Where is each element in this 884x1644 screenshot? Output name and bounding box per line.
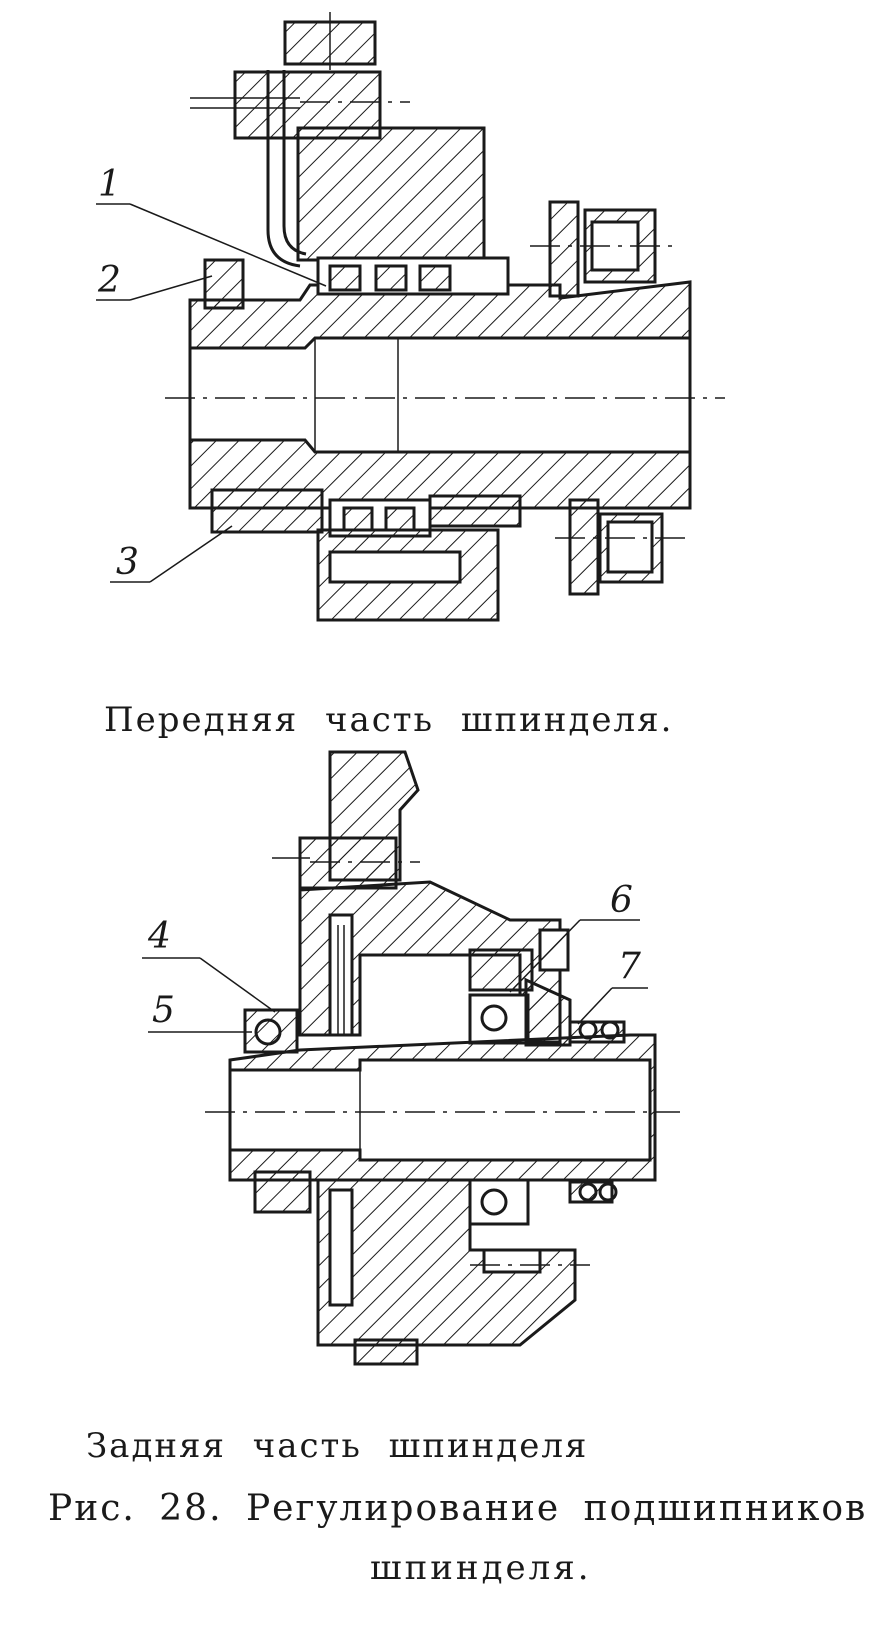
- svg-text:5: 5: [152, 990, 175, 1031]
- callout-6: 6: [509, 880, 640, 993]
- right-gear-lower: [568, 498, 600, 596]
- spindle-bore: [188, 336, 692, 454]
- caption-front-part: Передняя часть шпинделя.: [104, 700, 674, 740]
- callout-1: 1: [96, 164, 327, 287]
- nut-3: [210, 488, 324, 534]
- callout-3: 3: [110, 525, 233, 583]
- upper-housing: [296, 126, 486, 262]
- svg-text:3: 3: [116, 542, 139, 583]
- lever-rod: [266, 70, 301, 268]
- callout-4: 4: [142, 916, 276, 1013]
- svg-text:7: 7: [618, 946, 641, 987]
- callout-5: 5: [148, 990, 252, 1033]
- rear-spindle-section: [205, 750, 680, 1366]
- svg-text:4: 4: [147, 916, 171, 957]
- callout-7: 7: [577, 946, 648, 1025]
- figure-title-continuation: шпинделя.: [370, 1548, 592, 1588]
- rear-spindle-bore: [228, 1058, 652, 1162]
- front-spindle-section: [165, 12, 725, 622]
- svg-text:1: 1: [98, 164, 121, 205]
- rear-bearing-cage: [468, 948, 534, 992]
- rear-nut-4: [243, 1008, 299, 1054]
- figure-title: Рис. 28. Регулирование подшипников: [48, 1488, 868, 1529]
- callout-2: 2: [96, 260, 213, 301]
- rear-bolt-block: [298, 836, 398, 890]
- svg-text:6: 6: [610, 880, 633, 921]
- svg-text:2: 2: [97, 260, 121, 301]
- right-gear-upper: [548, 200, 580, 298]
- caption-rear-part: Задняя часть шпинделя: [86, 1426, 589, 1466]
- nut-2: [203, 258, 245, 310]
